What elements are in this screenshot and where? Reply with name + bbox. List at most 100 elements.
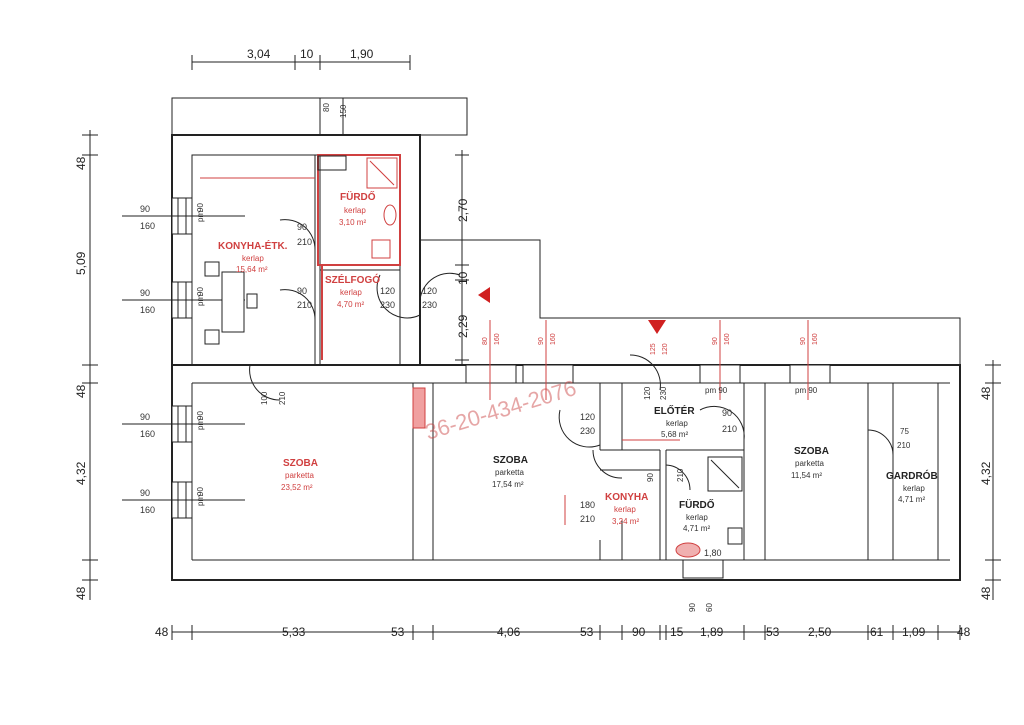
dim-bottom-11: 61 xyxy=(870,625,884,639)
entry-arrow-left-icon xyxy=(478,287,490,303)
left-dimension-line: 48 5,09 48 4,32 48 xyxy=(74,130,98,600)
walls xyxy=(171,134,961,581)
wc-1-icon xyxy=(317,155,347,171)
room-gardrob-name: GARDRÓB xyxy=(886,469,938,482)
door-11-width: 120 xyxy=(643,386,652,400)
room-szoba-3-area: 11,54 m² xyxy=(791,471,822,480)
room-labels: FÜRDŐ kerlap 3,10 m² KONYHA-ÉTK. kerlap … xyxy=(218,190,938,558)
window-4-height: 160 xyxy=(140,505,155,515)
fixtures xyxy=(204,155,743,558)
dim-bottom-12: 1,09 xyxy=(902,625,926,639)
door-10-width: 180 xyxy=(580,500,595,510)
inner-vertical-dimension: 2,70 10 2,29 80 150 90 60 xyxy=(322,103,724,612)
top-dimension-line: 3,04 10 1,90 xyxy=(191,47,411,70)
opening-2-w: 90 xyxy=(538,337,545,345)
opening-3-h: 120 xyxy=(662,343,669,355)
dim-bottom-5: 53 xyxy=(580,625,594,639)
door-5-height: 210 xyxy=(278,391,287,405)
room-furdo-2-floor: kerlap xyxy=(686,513,708,522)
opening-4-h: 160 xyxy=(724,333,731,345)
opening-1-w: 80 xyxy=(482,337,489,345)
red-markings xyxy=(200,154,680,525)
dim-bottom-7: 15 xyxy=(670,625,684,639)
window-4-sill: 90 xyxy=(196,487,205,496)
window-2-width: 90 xyxy=(140,288,150,298)
room-szoba-2-area: 17,54 m² xyxy=(492,480,524,489)
dim-right-2: 4,32 xyxy=(979,461,993,485)
window-3-pm: pm xyxy=(196,419,205,430)
dim-right-3: 48 xyxy=(979,586,993,600)
room-szoba-3-floor: parketta xyxy=(795,459,824,468)
door-10-height: 210 xyxy=(580,514,595,524)
dim-right-1: 48 xyxy=(979,386,993,400)
room-szelfogo-name: SZÉLFOGÓ xyxy=(325,273,380,286)
room-eloter-floor: kerlap xyxy=(666,419,688,428)
dim-top-3: 1,90 xyxy=(350,47,374,61)
dim-bottom-8: 1,89 xyxy=(700,625,724,639)
door-8-width: 90 xyxy=(646,473,655,482)
toilet-icon xyxy=(383,204,397,226)
dim-inner-3: 2,29 xyxy=(456,314,470,338)
door-11-height: 230 xyxy=(659,386,668,400)
door-4-height: 230 xyxy=(422,300,437,310)
dim-bottom-3: 53 xyxy=(391,625,405,639)
opening-5-w: 90 xyxy=(800,337,807,345)
room-szelfogo-floor: kerlap xyxy=(340,288,362,297)
opening-4-w: 90 xyxy=(712,337,719,345)
room-konyha-area: 3,24 m² xyxy=(612,517,639,526)
door-7-height: 210 xyxy=(722,424,737,434)
window-1-sill: 90 xyxy=(196,203,205,212)
top-vent-1: 80 xyxy=(322,103,331,112)
dim-bottom-9: 53 xyxy=(766,625,780,639)
room-konyha-etk-floor: kerlap xyxy=(242,254,264,263)
furdo-2-width: 1,80 xyxy=(704,548,722,558)
opening-3-w: 125 xyxy=(650,343,657,355)
dim-inner-1: 2,70 xyxy=(456,198,470,222)
opening-5-h: 160 xyxy=(812,333,819,345)
room-konyha-floor: kerlap xyxy=(614,505,636,514)
top-vent-2: 150 xyxy=(339,104,348,118)
window-2-pm: pm xyxy=(196,295,205,306)
bottom-vent-1: 90 xyxy=(688,603,697,612)
room-eloter-area: 5,68 m² xyxy=(661,430,688,439)
window-2-sill: 90 xyxy=(196,287,205,296)
room-szoba-1-name: SZOBA xyxy=(283,458,318,469)
shower-2-icon xyxy=(707,456,743,492)
opening-1-h: 160 xyxy=(494,333,501,345)
door-1-width: 90 xyxy=(297,222,307,232)
room-gardrob-floor: kerlap xyxy=(903,484,925,493)
room-szoba-1-area: 23,52 m² xyxy=(281,483,313,492)
dim-bottom-6: 90 xyxy=(632,625,646,639)
door-6-width: 120 xyxy=(580,412,595,422)
door-3-height: 230 xyxy=(380,300,395,310)
dim-bottom-4: 4,06 xyxy=(497,625,521,639)
room-szoba-2-floor: parketta xyxy=(495,468,524,477)
room-szelfogo-area: 4,70 m² xyxy=(337,300,364,309)
door-6-height: 230 xyxy=(580,426,595,436)
dim-top-2: 10 xyxy=(300,47,314,61)
window-1-height: 160 xyxy=(140,221,155,231)
bathtub-icon xyxy=(675,542,701,558)
door-2-height: 210 xyxy=(297,300,312,310)
toilet-2-icon xyxy=(727,527,743,545)
room-szoba-3-name: SZOBA xyxy=(794,446,829,457)
doors: 90 210 90 210 120 230 120 230 100 210 12… xyxy=(249,219,911,524)
window-4-width: 90 xyxy=(140,488,150,498)
shower-icon xyxy=(366,157,398,189)
dim-top-1: 3,04 xyxy=(247,47,271,61)
dim-left-3: 48 xyxy=(74,384,88,398)
window-4-pm: pm xyxy=(196,495,205,506)
phone-watermark: 36-20-434-2076 xyxy=(422,375,579,445)
door-9-width: 75 xyxy=(900,427,909,436)
door-2-width: 90 xyxy=(297,286,307,296)
room-furdo-1-area: 3,10 m² xyxy=(339,218,366,227)
dim-bottom-2: 5,33 xyxy=(282,625,306,639)
dim-left-2: 5,09 xyxy=(74,251,88,275)
dim-left-5: 48 xyxy=(74,586,88,600)
window-3-height: 160 xyxy=(140,429,155,439)
windows-left: 90 160 90 160 90 160 90 160 pm 90 pm 90 … xyxy=(122,197,245,519)
room-furdo-2-area: 4,71 m² xyxy=(683,524,710,533)
pm90-label-2: pm 90 xyxy=(795,386,818,395)
pm90-label-1: pm 90 xyxy=(705,386,728,395)
dim-left-1: 48 xyxy=(74,156,88,170)
